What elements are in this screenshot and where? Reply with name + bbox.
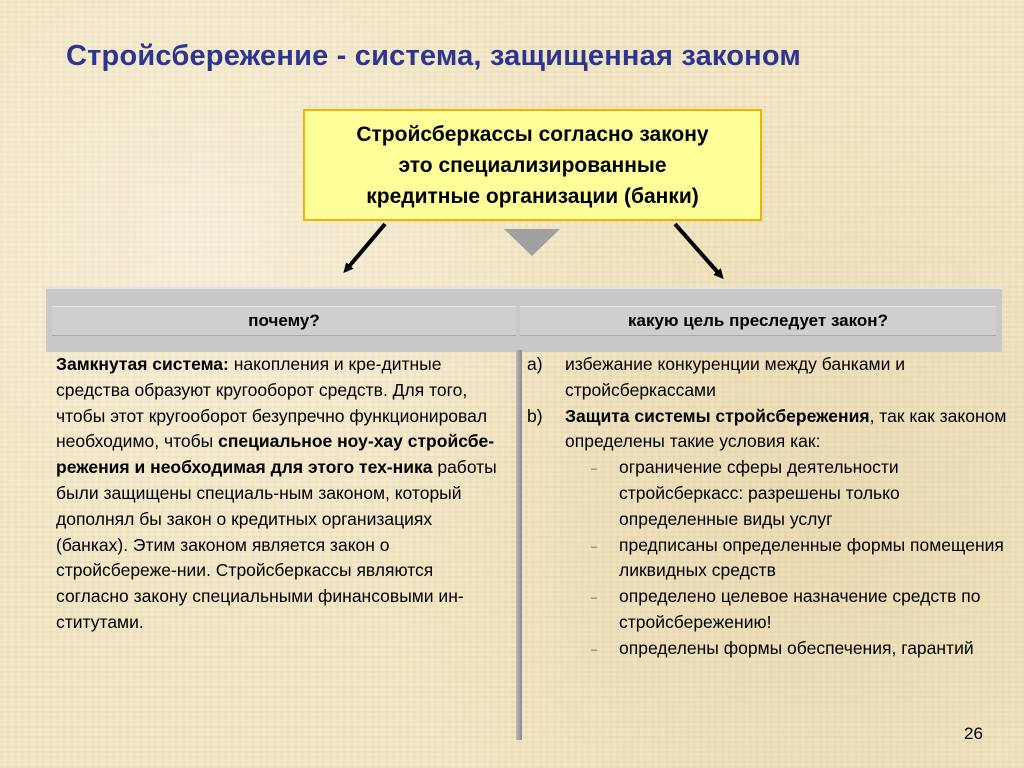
slide-title: Стройсбережение - система, защищенная за…: [66, 40, 802, 72]
right-column-list: a) избежание конкуренции между банками и…: [527, 352, 1007, 664]
sub-item-text: определены формы обеспечения, гарантий: [619, 637, 974, 658]
definition-box: Стройсберкассы согласно закону это специ…: [303, 109, 762, 221]
list-item-a: a) избежание конкуренции между банками и…: [527, 352, 1007, 404]
left-bold-know-how: специальное ноу-хау стройсбе-режения и н…: [56, 431, 495, 478]
marker-b: b): [527, 405, 543, 426]
definition-line-1: Стройсберкассы согласно закону: [356, 122, 709, 146]
closed-system-label: Замкнутая система:: [56, 354, 229, 374]
sub-item: – определено целевое назначение средств …: [591, 584, 1007, 636]
header-goal: какую цель преследует закон?: [520, 306, 996, 336]
sub-item-text: определено целевое назначение средств по…: [619, 586, 981, 632]
sub-item-text: ограничение сферы деятельности стройсбер…: [619, 457, 900, 529]
list-item-b: b) Защита системы стройсбережения, так к…: [527, 404, 1007, 456]
left-text-part-2: работы были защищены специаль-ным законо…: [56, 457, 497, 632]
sub-item: – определены формы обеспечения, гарантий: [591, 636, 1007, 664]
sub-item: – предписаны определенные формы помещени…: [591, 533, 1007, 585]
connector-arrows: [343, 222, 724, 279]
item-b-bold: Защита системы стройсбережения: [565, 405, 870, 426]
dash-icon: –: [591, 463, 598, 476]
triangle-down-icon: [504, 229, 560, 256]
definition-line-3: кредитные организации (банки): [366, 184, 699, 208]
column-divider: [516, 350, 522, 740]
marker-a: a): [527, 354, 543, 374]
dash-icon: –: [591, 592, 598, 605]
arrow-right-icon: [673, 222, 724, 279]
sub-item-text: предписаны определенные формы помещения …: [619, 534, 1004, 581]
left-text-part-1: накопления и кре-дитные средства образую…: [56, 354, 488, 452]
arrow-left-icon: [343, 222, 387, 274]
dash-icon: –: [591, 540, 598, 553]
page-number: 26: [964, 724, 983, 743]
item-a-text: избежание конкуренции между банками и ст…: [565, 354, 905, 400]
table-header: почему? какую цель преследует закон?: [46, 287, 1002, 352]
sub-item: – ограничение сферы деятельности стройсб…: [591, 455, 1007, 532]
header-why: почему?: [52, 306, 516, 336]
item-b-text: , так как законом определены такие услов…: [565, 405, 1007, 452]
left-column-text: Замкнутая система: накопления и кре-дитн…: [56, 352, 506, 636]
definition-line-2: это специализированные: [398, 153, 667, 177]
dash-icon: –: [591, 643, 598, 656]
